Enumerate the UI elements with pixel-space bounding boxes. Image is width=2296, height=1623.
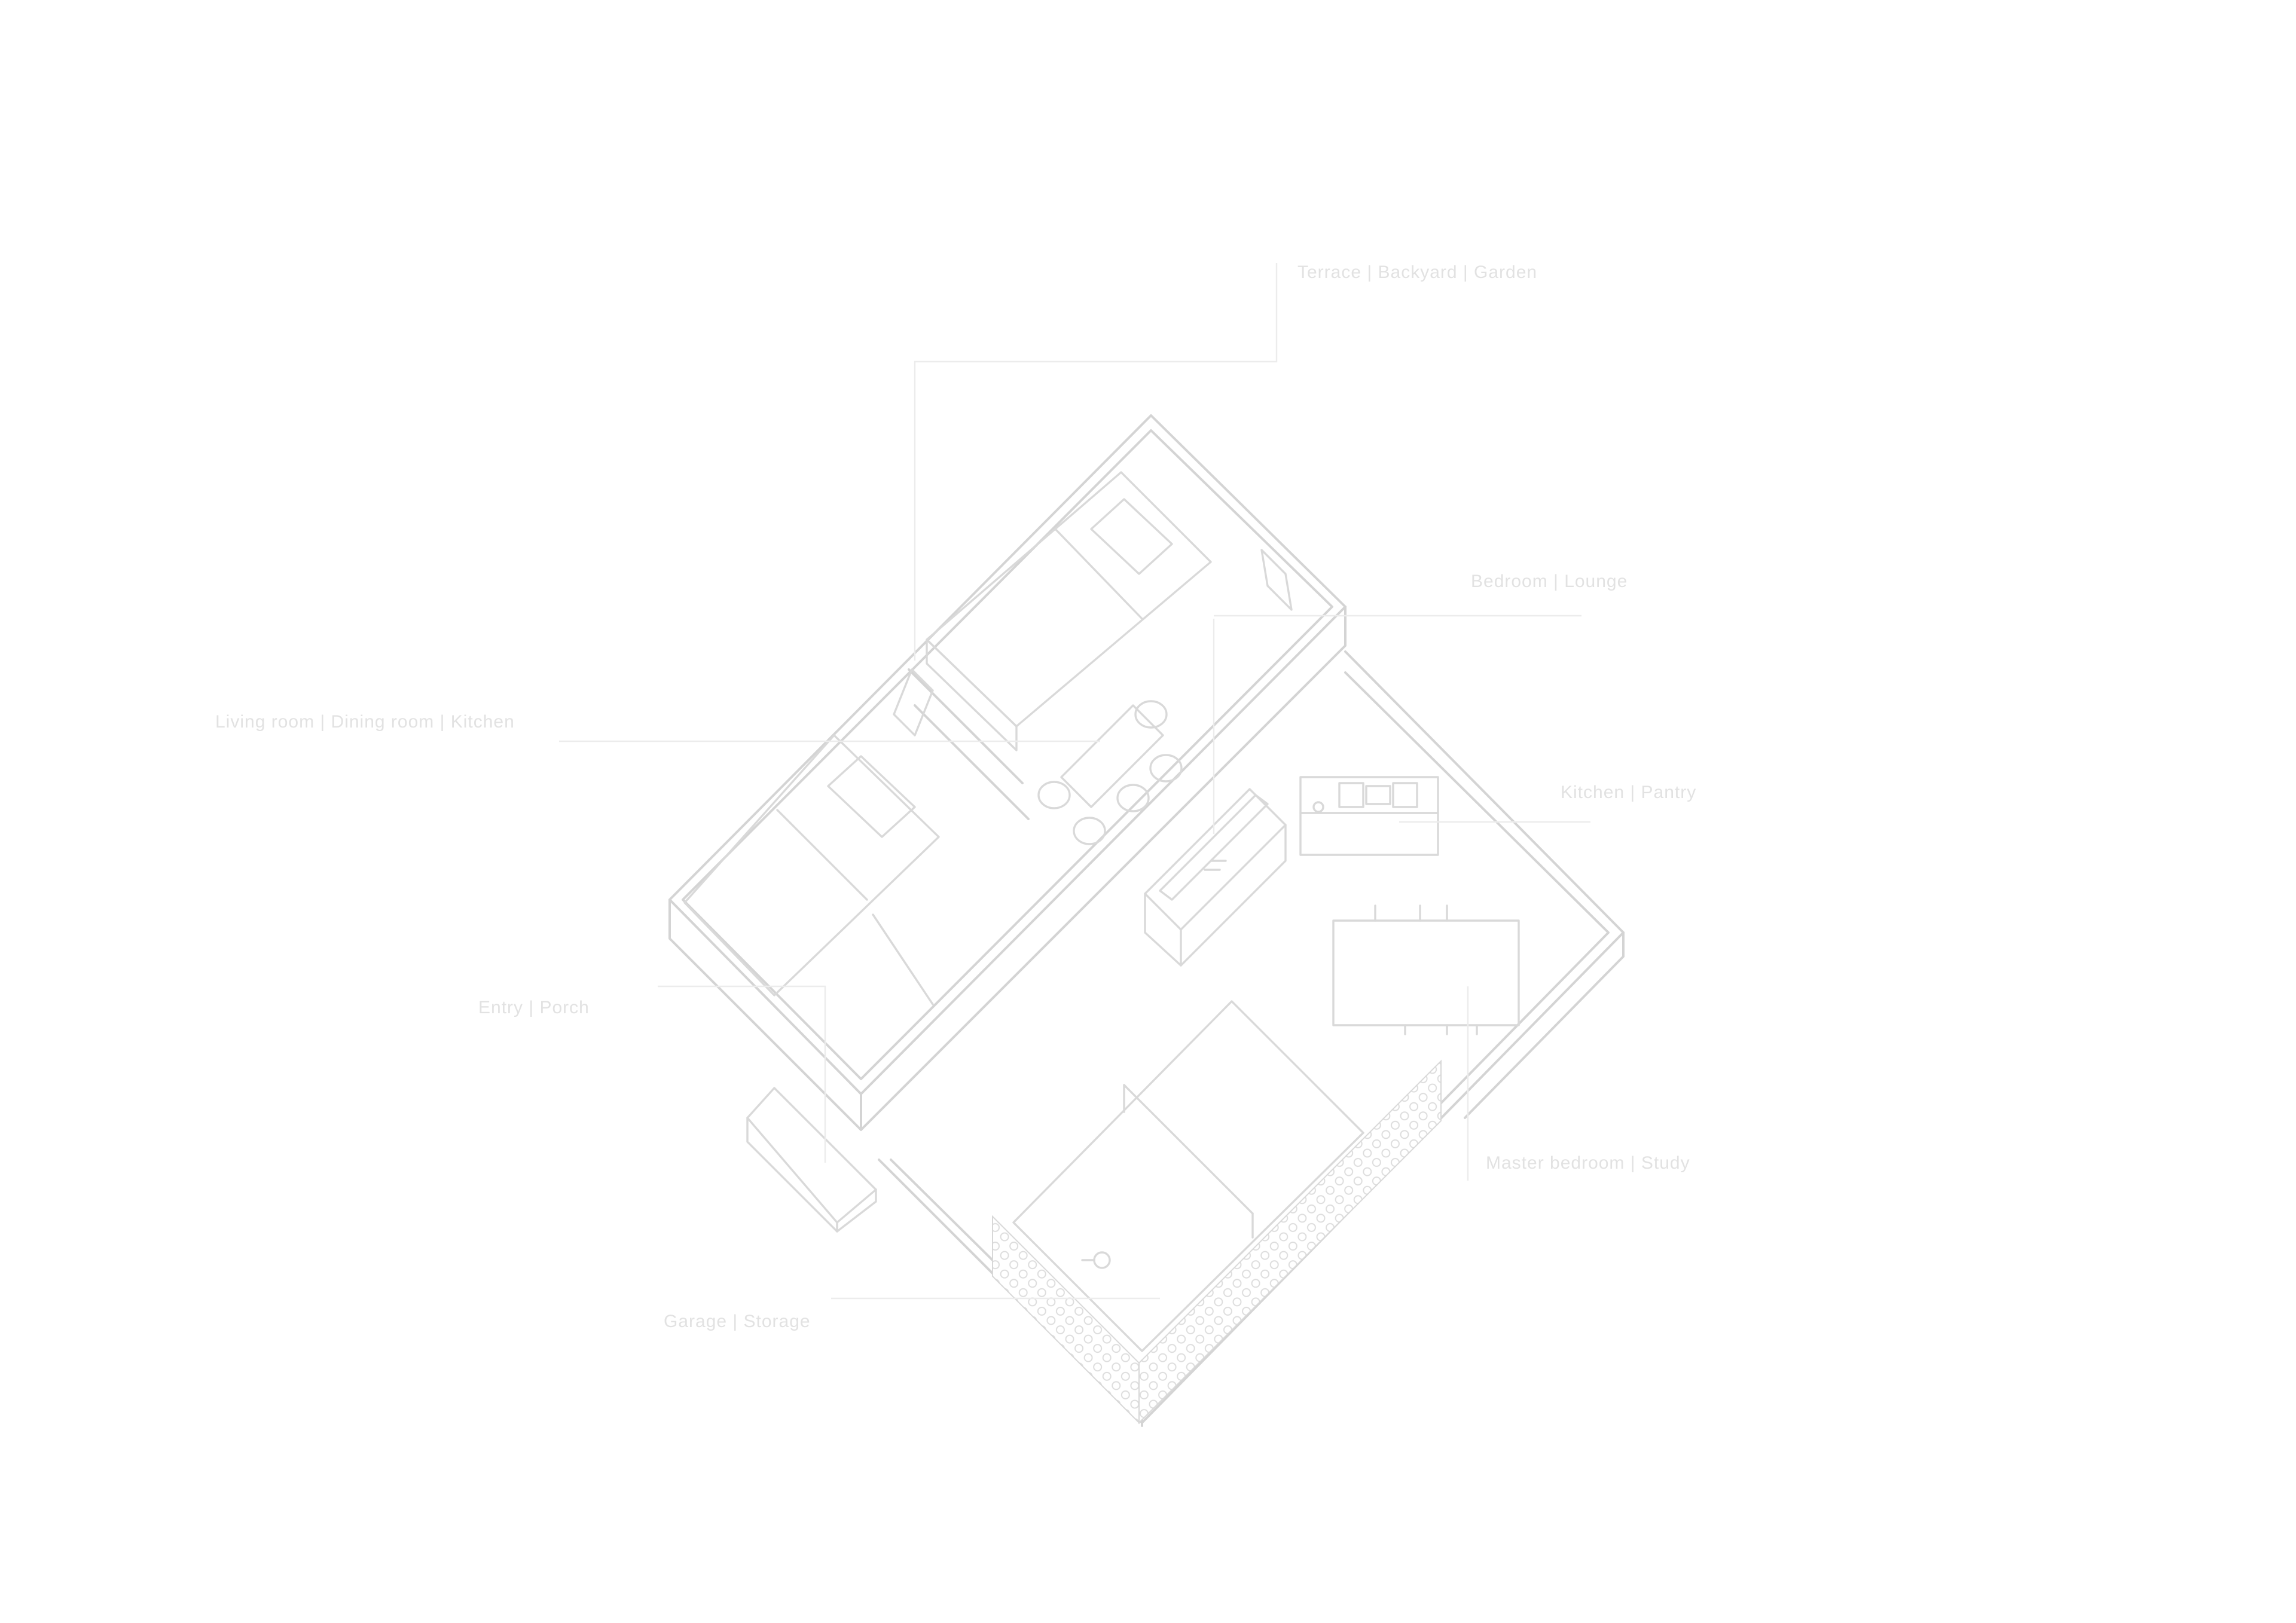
label-terrace: Terrace | Backyard | Garden — [1297, 262, 1537, 282]
leader-lines — [559, 263, 1590, 1300]
upper-wing — [668, 414, 1347, 1131]
bed-upper — [926, 471, 1212, 751]
label-kitchen: Kitchen | Pantry — [1561, 783, 1696, 802]
bed-lower-left — [683, 734, 940, 1005]
round-stools — [1037, 700, 1183, 845]
entry-step — [746, 1087, 877, 1233]
windows — [893, 549, 1293, 736]
label-garage: Garage | Storage — [664, 1312, 811, 1331]
kitchen-counter — [1144, 788, 1287, 967]
brick-walls — [992, 1059, 1442, 1425]
label-bedroom-a: Bedroom | Lounge — [1471, 571, 1628, 591]
label-living-dining: Living room | Dining room | Kitchen — [215, 712, 515, 732]
dining-table — [1332, 904, 1520, 1035]
label-entry: Entry | Porch — [478, 998, 590, 1017]
side-table — [1060, 704, 1164, 808]
kitchenette — [1299, 776, 1439, 856]
master-bed — [1012, 1000, 1364, 1352]
label-master-bedroom: Master bedroom | Study — [1486, 1153, 1690, 1173]
